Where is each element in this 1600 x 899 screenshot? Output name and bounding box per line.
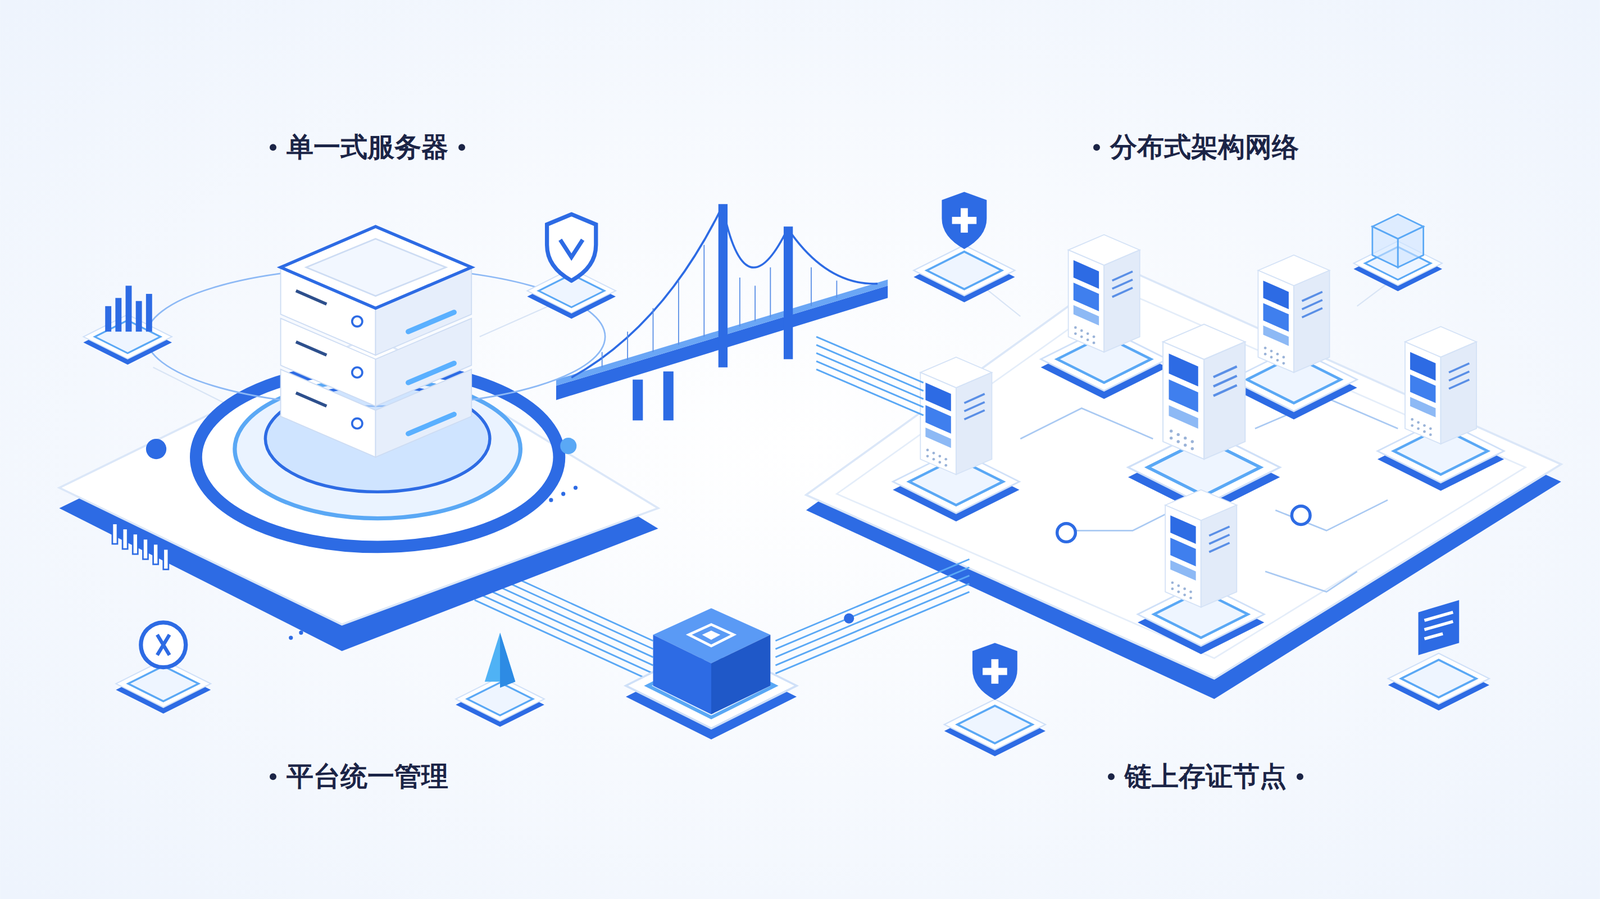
bullet-dot xyxy=(458,143,466,151)
label-text: 平台统一管理 xyxy=(286,760,449,793)
section-label: 单一式服务器 xyxy=(269,130,466,164)
section-label: 平台统一管理 xyxy=(269,760,449,793)
section-label: 链上存证节点 xyxy=(1107,760,1304,793)
bullet-dot xyxy=(269,773,277,780)
bullet-dot xyxy=(1296,773,1304,780)
label-text: 链上存证节点 xyxy=(1124,760,1287,793)
bullet-dot xyxy=(1107,773,1115,780)
label-text: 分布式架构网络 xyxy=(1110,130,1299,164)
bullet-dot xyxy=(269,143,277,151)
bullet-dot xyxy=(1093,143,1100,151)
section-label: 分布式架构网络 xyxy=(1093,130,1299,164)
label-text: 单一式服务器 xyxy=(286,130,449,164)
